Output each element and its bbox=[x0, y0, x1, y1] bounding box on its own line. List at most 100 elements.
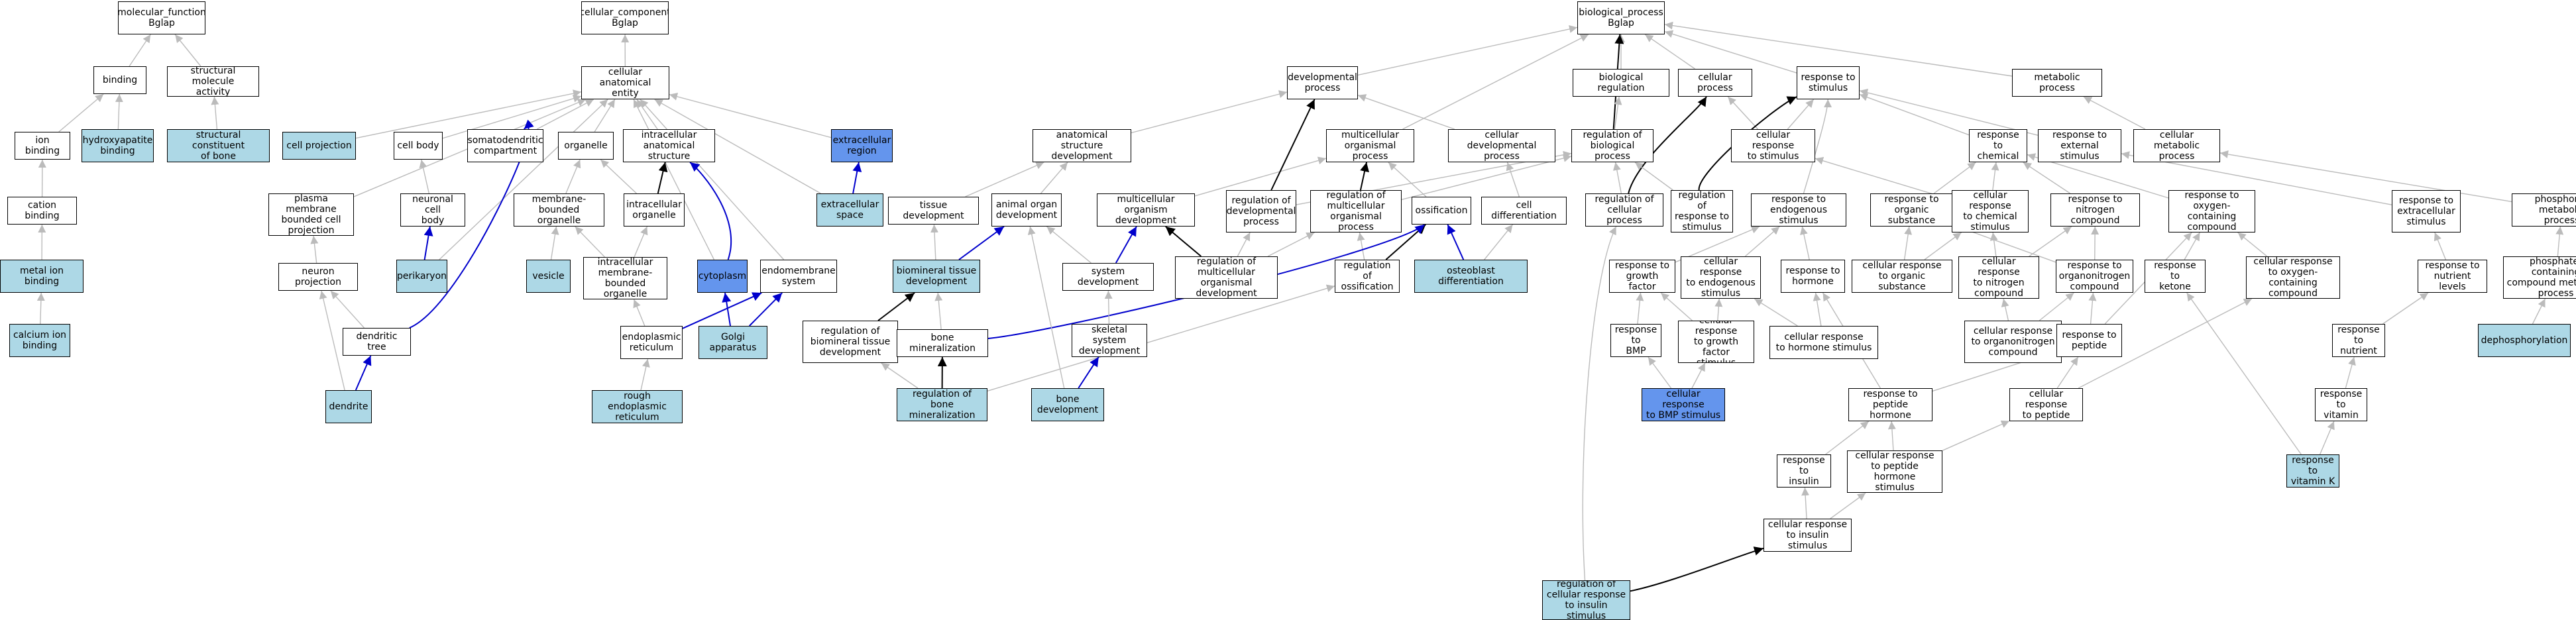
term-node-imbo[interactable]: intracellular membrane-bounded organelle bbox=[583, 257, 667, 299]
term-node-crbmp[interactable]: cellular response to BMP stimulus bbox=[1642, 388, 1725, 421]
term-node-dephos[interactable]: dephosphorylation bbox=[2478, 324, 2571, 357]
term-node-bdev[interactable]: bone development bbox=[1031, 388, 1104, 421]
term-node-pmbcp[interactable]: plasma membrane bounded cell projection bbox=[268, 193, 354, 236]
term-node-rtins[interactable]: response to insulin bbox=[1777, 454, 1831, 488]
term-node-cdp[interactable]: cellular developmental process bbox=[1448, 129, 1555, 162]
term-node-rbm[interactable]: regulation of bone mineralization bbox=[897, 388, 987, 421]
term-node-ossif[interactable]: ossification bbox=[1412, 197, 1471, 225]
term-node-mod[interactable]: multicellular organism development bbox=[1097, 193, 1195, 227]
term-node-rcris[interactable]: regulation of cellular response to insul… bbox=[1542, 580, 1630, 620]
term-node-rmod[interactable]: regulation of multicellular organismal d… bbox=[1175, 256, 1278, 299]
term-node-crtp[interactable]: cellular response to peptide bbox=[2009, 388, 2083, 421]
term-node-er[interactable]: endoplasmic reticulum bbox=[620, 326, 683, 359]
term-node-ias[interactable]: intracellular anatomical structure bbox=[623, 129, 715, 162]
term-node-cyto[interactable]: cytoplasm bbox=[697, 260, 748, 293]
term-node-rtpep[interactable]: response to peptide bbox=[2056, 324, 2122, 357]
term-node-mf[interactable]: molecular_function Bglap bbox=[118, 1, 205, 34]
term-node-rossif[interactable]: regulation of ossification bbox=[1335, 260, 1400, 293]
term-node-organelle[interactable]: organelle bbox=[558, 132, 614, 160]
term-node-ncb[interactable]: neuronal cell body bbox=[400, 193, 465, 227]
term-node-btd[interactable]: biomineral tissue development bbox=[893, 260, 980, 293]
term-node-rtph[interactable]: response to peptide hormone bbox=[1848, 388, 1932, 421]
term-node-exreg[interactable]: extracellular region bbox=[831, 129, 893, 162]
term-node-breg[interactable]: biological regulation bbox=[1573, 69, 1669, 97]
term-node-rmop[interactable]: regulation of multicellular organismal p… bbox=[1310, 190, 1402, 232]
term-node-cellp[interactable]: cellular process bbox=[1678, 69, 1752, 97]
edge-crtes-to-rtes2 bbox=[1744, 226, 1780, 257]
term-node-rtes2[interactable]: response to endogenous stimulus bbox=[1751, 193, 1846, 227]
term-node-aod[interactable]: animal organ development bbox=[991, 193, 1062, 227]
term-node-rtket[interactable]: response to ketone bbox=[2145, 260, 2206, 293]
term-node-rtnut[interactable]: response to nutrient bbox=[2332, 324, 2385, 357]
term-node-rtvk[interactable]: response to vitamin K bbox=[2286, 454, 2339, 488]
term-node-crtphs[interactable]: cellular response to peptide hormone sti… bbox=[1847, 450, 1942, 493]
term-node-pccmp[interactable]: phosphate-containing compound metabolic … bbox=[2503, 256, 2576, 299]
term-node-tdev[interactable]: tissue development bbox=[888, 197, 979, 225]
term-node-rtvit[interactable]: response to vitamin bbox=[2315, 388, 2367, 421]
term-node-sma[interactable]: structural molecule activity bbox=[167, 66, 259, 97]
term-node-rcp[interactable]: regulation of cellular process bbox=[1585, 193, 1663, 227]
term-node-rtc[interactable]: response to chemical bbox=[1969, 129, 2027, 162]
term-node-rbp[interactable]: regulation of biological process bbox=[1571, 129, 1653, 162]
term-node-dend[interactable]: dendrite bbox=[325, 390, 372, 423]
term-node-rdp[interactable]: regulation of developmental process bbox=[1226, 190, 1296, 232]
term-node-rthorm[interactable]: response to hormone bbox=[1781, 260, 1845, 293]
term-node-crtcs[interactable]: cellular response to chemical stimulus bbox=[1952, 190, 2029, 232]
term-node-pmp[interactable]: phosphorus metabolic process bbox=[2512, 193, 2576, 227]
term-node-rtbmp[interactable]: response to BMP bbox=[1610, 324, 1661, 357]
term-node-rbtd[interactable]: regulation of biomineral tissue developm… bbox=[803, 321, 898, 363]
term-node-io[interactable]: intracellular organelle bbox=[624, 193, 685, 227]
term-node-metp[interactable]: metabolic process bbox=[2012, 69, 2102, 97]
term-node-dtree[interactable]: dendritic tree bbox=[343, 328, 411, 356]
term-node-sdc[interactable]: somatodendritic compartment bbox=[467, 129, 543, 162]
term-node-cmp[interactable]: cellular metabolic process bbox=[2133, 129, 2220, 162]
term-node-nproj[interactable]: neuron projection bbox=[278, 263, 358, 291]
term-node-ssd[interactable]: skeletal system development bbox=[1072, 324, 1147, 357]
term-node-vesicle[interactable]: vesicle bbox=[526, 260, 571, 293]
term-node-bp[interactable]: biological_process Bglap bbox=[1577, 1, 1665, 34]
term-node-rtos[interactable]: response to organic substance bbox=[1870, 193, 1953, 227]
term-node-obd[interactable]: osteoblast differentiation bbox=[1414, 260, 1528, 293]
term-node-catb[interactable]: cation binding bbox=[7, 197, 77, 225]
term-node-scb[interactable]: structural constituent of bone bbox=[167, 129, 270, 162]
term-node-devp[interactable]: developmental process bbox=[1287, 66, 1358, 99]
term-node-ionb[interactable]: ion binding bbox=[15, 132, 70, 160]
term-node-crths[interactable]: cellular response to hormone stimulus bbox=[1769, 326, 1878, 359]
term-node-cbody[interactable]: cell body bbox=[394, 132, 443, 160]
term-node-mib[interactable]: metal ion binding bbox=[0, 260, 84, 293]
term-node-cdiff[interactable]: cell differentiation bbox=[1481, 197, 1567, 225]
term-node-crtonc[interactable]: cellular response to organonitrogen comp… bbox=[1964, 321, 2062, 363]
term-node-crtis[interactable]: cellular response to insulin stimulus bbox=[1764, 519, 1852, 552]
term-node-rts[interactable]: response to stimulus bbox=[1797, 66, 1860, 99]
term-node-golgi[interactable]: Golgi apparatus bbox=[699, 326, 767, 359]
term-node-mbo[interactable]: membrane-bounded organelle bbox=[514, 193, 604, 227]
term-node-rtnl[interactable]: response to nutrient levels bbox=[2418, 260, 2487, 293]
term-node-crs[interactable]: cellular response to stimulus bbox=[1731, 129, 1815, 162]
term-node-cproj[interactable]: cell projection bbox=[282, 132, 356, 160]
term-node-crtgf[interactable]: cellular response to growth factor stimu… bbox=[1678, 321, 1754, 363]
term-node-perik[interactable]: perikaryon bbox=[396, 260, 447, 293]
term-node-rtnc[interactable]: response to nitrogen compound bbox=[2050, 193, 2140, 227]
term-node-bmin[interactable]: bone mineralization bbox=[897, 329, 988, 357]
term-node-sysdev[interactable]: system development bbox=[1062, 263, 1154, 291]
term-node-asd[interactable]: anatomical structure development bbox=[1033, 129, 1131, 162]
term-node-rtonc[interactable]: response to organonitrogen compound bbox=[2056, 260, 2133, 293]
term-node-rtexs[interactable]: response to extracellular stimulus bbox=[2392, 190, 2461, 232]
term-node-rtgf[interactable]: response to growth factor bbox=[1609, 260, 1675, 293]
term-node-cc[interactable]: cellular_component Bglap bbox=[581, 1, 669, 34]
term-node-crtocc[interactable]: cellular response to oxygen-containing c… bbox=[2246, 256, 2340, 299]
term-node-crtes[interactable]: cellular response to endogenous stimulus bbox=[1681, 256, 1761, 299]
term-node-binding[interactable]: binding bbox=[93, 66, 146, 94]
term-node-rrts[interactable]: regulation of response to stimulus bbox=[1671, 190, 1733, 232]
term-node-cae[interactable]: cellular anatomical entity bbox=[581, 66, 669, 99]
term-node-mop[interactable]: multicellular organismal process bbox=[1326, 129, 1414, 162]
term-node-rtocc[interactable]: response to oxygen-containing compound bbox=[2168, 190, 2255, 232]
term-node-hab[interactable]: hydroxyapatite binding bbox=[82, 129, 154, 162]
term-node-cab[interactable]: calcium ion binding bbox=[9, 324, 70, 357]
term-node-rtes[interactable]: response to external stimulus bbox=[2038, 129, 2121, 162]
term-node-exspace[interactable]: extracellular space bbox=[816, 193, 883, 227]
term-node-crtos[interactable]: cellular response to organic substance bbox=[1852, 260, 1952, 293]
term-node-endo[interactable]: endomembrane system bbox=[760, 260, 837, 293]
term-node-rer[interactable]: rough endoplasmic reticulum bbox=[592, 390, 683, 423]
term-node-crtnc[interactable]: cellular response to nitrogen compound bbox=[1958, 256, 2039, 299]
